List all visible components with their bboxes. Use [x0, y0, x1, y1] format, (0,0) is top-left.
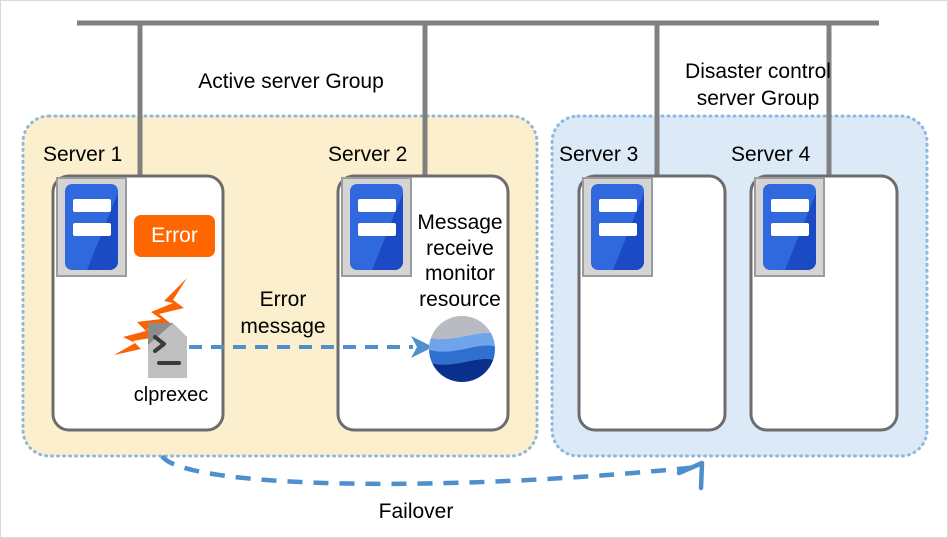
message-receive-monitor-resource-label: Message receive monitor resource [417, 211, 503, 311]
error-message-arrow-icon [189, 336, 433, 358]
server-icon-server2 [341, 177, 412, 277]
server4-label: Server 4 [731, 143, 811, 166]
failover-arrow-icon [160, 454, 705, 491]
server2-label: Server 2 [328, 143, 408, 166]
server-icon-server3 [582, 177, 653, 277]
error-message-label: Error message [240, 288, 326, 338]
clprexec-label: clprexec [133, 384, 209, 406]
terminal-document-icon [148, 323, 187, 378]
server-icon-server4 [754, 177, 825, 277]
active-server-group-label: Active server Group [198, 70, 384, 93]
flash-burst-icon [114, 278, 187, 355]
globe-icon [429, 316, 495, 382]
server-icon-server1 [56, 177, 127, 277]
disaster-control-group-label: Disaster control server Group [685, 60, 831, 110]
failover-label: Failover [378, 500, 454, 523]
server3-label: Server 3 [559, 143, 639, 166]
error-status-badge: Error [134, 215, 215, 257]
server1-label: Server 1 [43, 143, 123, 166]
